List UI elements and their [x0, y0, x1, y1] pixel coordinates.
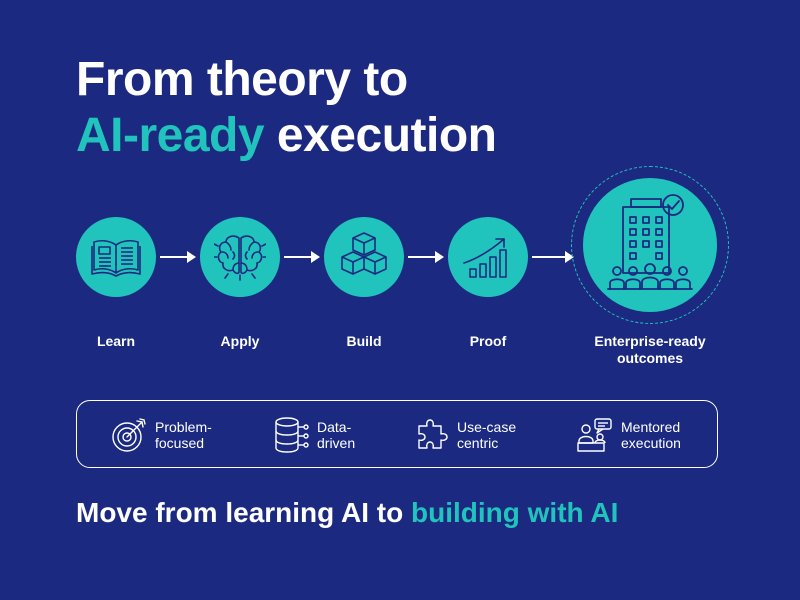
- step-label-proof: Proof: [469, 333, 507, 349]
- process-flow: Learn Apply Build Proof Enterprise-ready…: [76, 166, 729, 366]
- puzzle-icon: [418, 419, 448, 449]
- growth-chart-icon: [463, 238, 507, 278]
- tagline-accent: building with AI: [411, 497, 619, 528]
- feature-label: Mentored execution: [621, 419, 681, 451]
- step-label-build: Build: [346, 333, 382, 349]
- headline-rest: execution: [264, 109, 497, 162]
- step-label-learn: Learn: [96, 333, 136, 349]
- feature-label: Use-case centric: [457, 419, 517, 451]
- step-learn-circle: [76, 217, 156, 297]
- target-icon: [112, 418, 146, 452]
- flow-arrow: [532, 251, 574, 263]
- feature-data-driven: Data- driven: [273, 401, 355, 469]
- tagline: Move from learning AI to building with A…: [76, 495, 618, 531]
- feature-panel: Problem- focused Data- driven Use-case c…: [76, 400, 718, 468]
- step-label-apply: Apply: [220, 333, 260, 349]
- headline-line-1: From theory to: [76, 53, 408, 106]
- feature-label: Data- driven: [317, 419, 356, 451]
- feature-label: Problem- focused: [155, 419, 212, 451]
- tagline-plain: Move from learning AI to: [76, 497, 411, 528]
- feature-mentored-execution: Mentored execution: [577, 401, 681, 469]
- headline: From theory to AI-ready execution: [76, 52, 497, 164]
- database-icon: [275, 417, 309, 453]
- flow-arrow: [160, 251, 196, 263]
- flow-arrow: [408, 251, 444, 263]
- step-enterprise-circle: [583, 178, 717, 312]
- feature-problem-focused: Problem- focused: [111, 401, 212, 469]
- feature-use-case-centric: Use-case centric: [415, 401, 516, 469]
- step-apply-circle: [200, 217, 280, 297]
- mentor-icon: [577, 418, 612, 452]
- step-build-circle: [324, 217, 404, 297]
- headline-line-2: AI-ready execution: [76, 108, 497, 164]
- step-enterprise-ring: [571, 166, 729, 324]
- enterprise-building-team-icon: [607, 194, 693, 290]
- step-proof-circle: [448, 217, 528, 297]
- brain-icon: [214, 235, 266, 281]
- flow-arrow: [284, 251, 320, 263]
- step-label-enterprise: Enterprise-ready outcomes: [594, 333, 706, 366]
- headline-accent: AI-ready: [76, 109, 265, 162]
- open-book-icon: [91, 239, 141, 277]
- cubes-icon: [341, 232, 387, 275]
